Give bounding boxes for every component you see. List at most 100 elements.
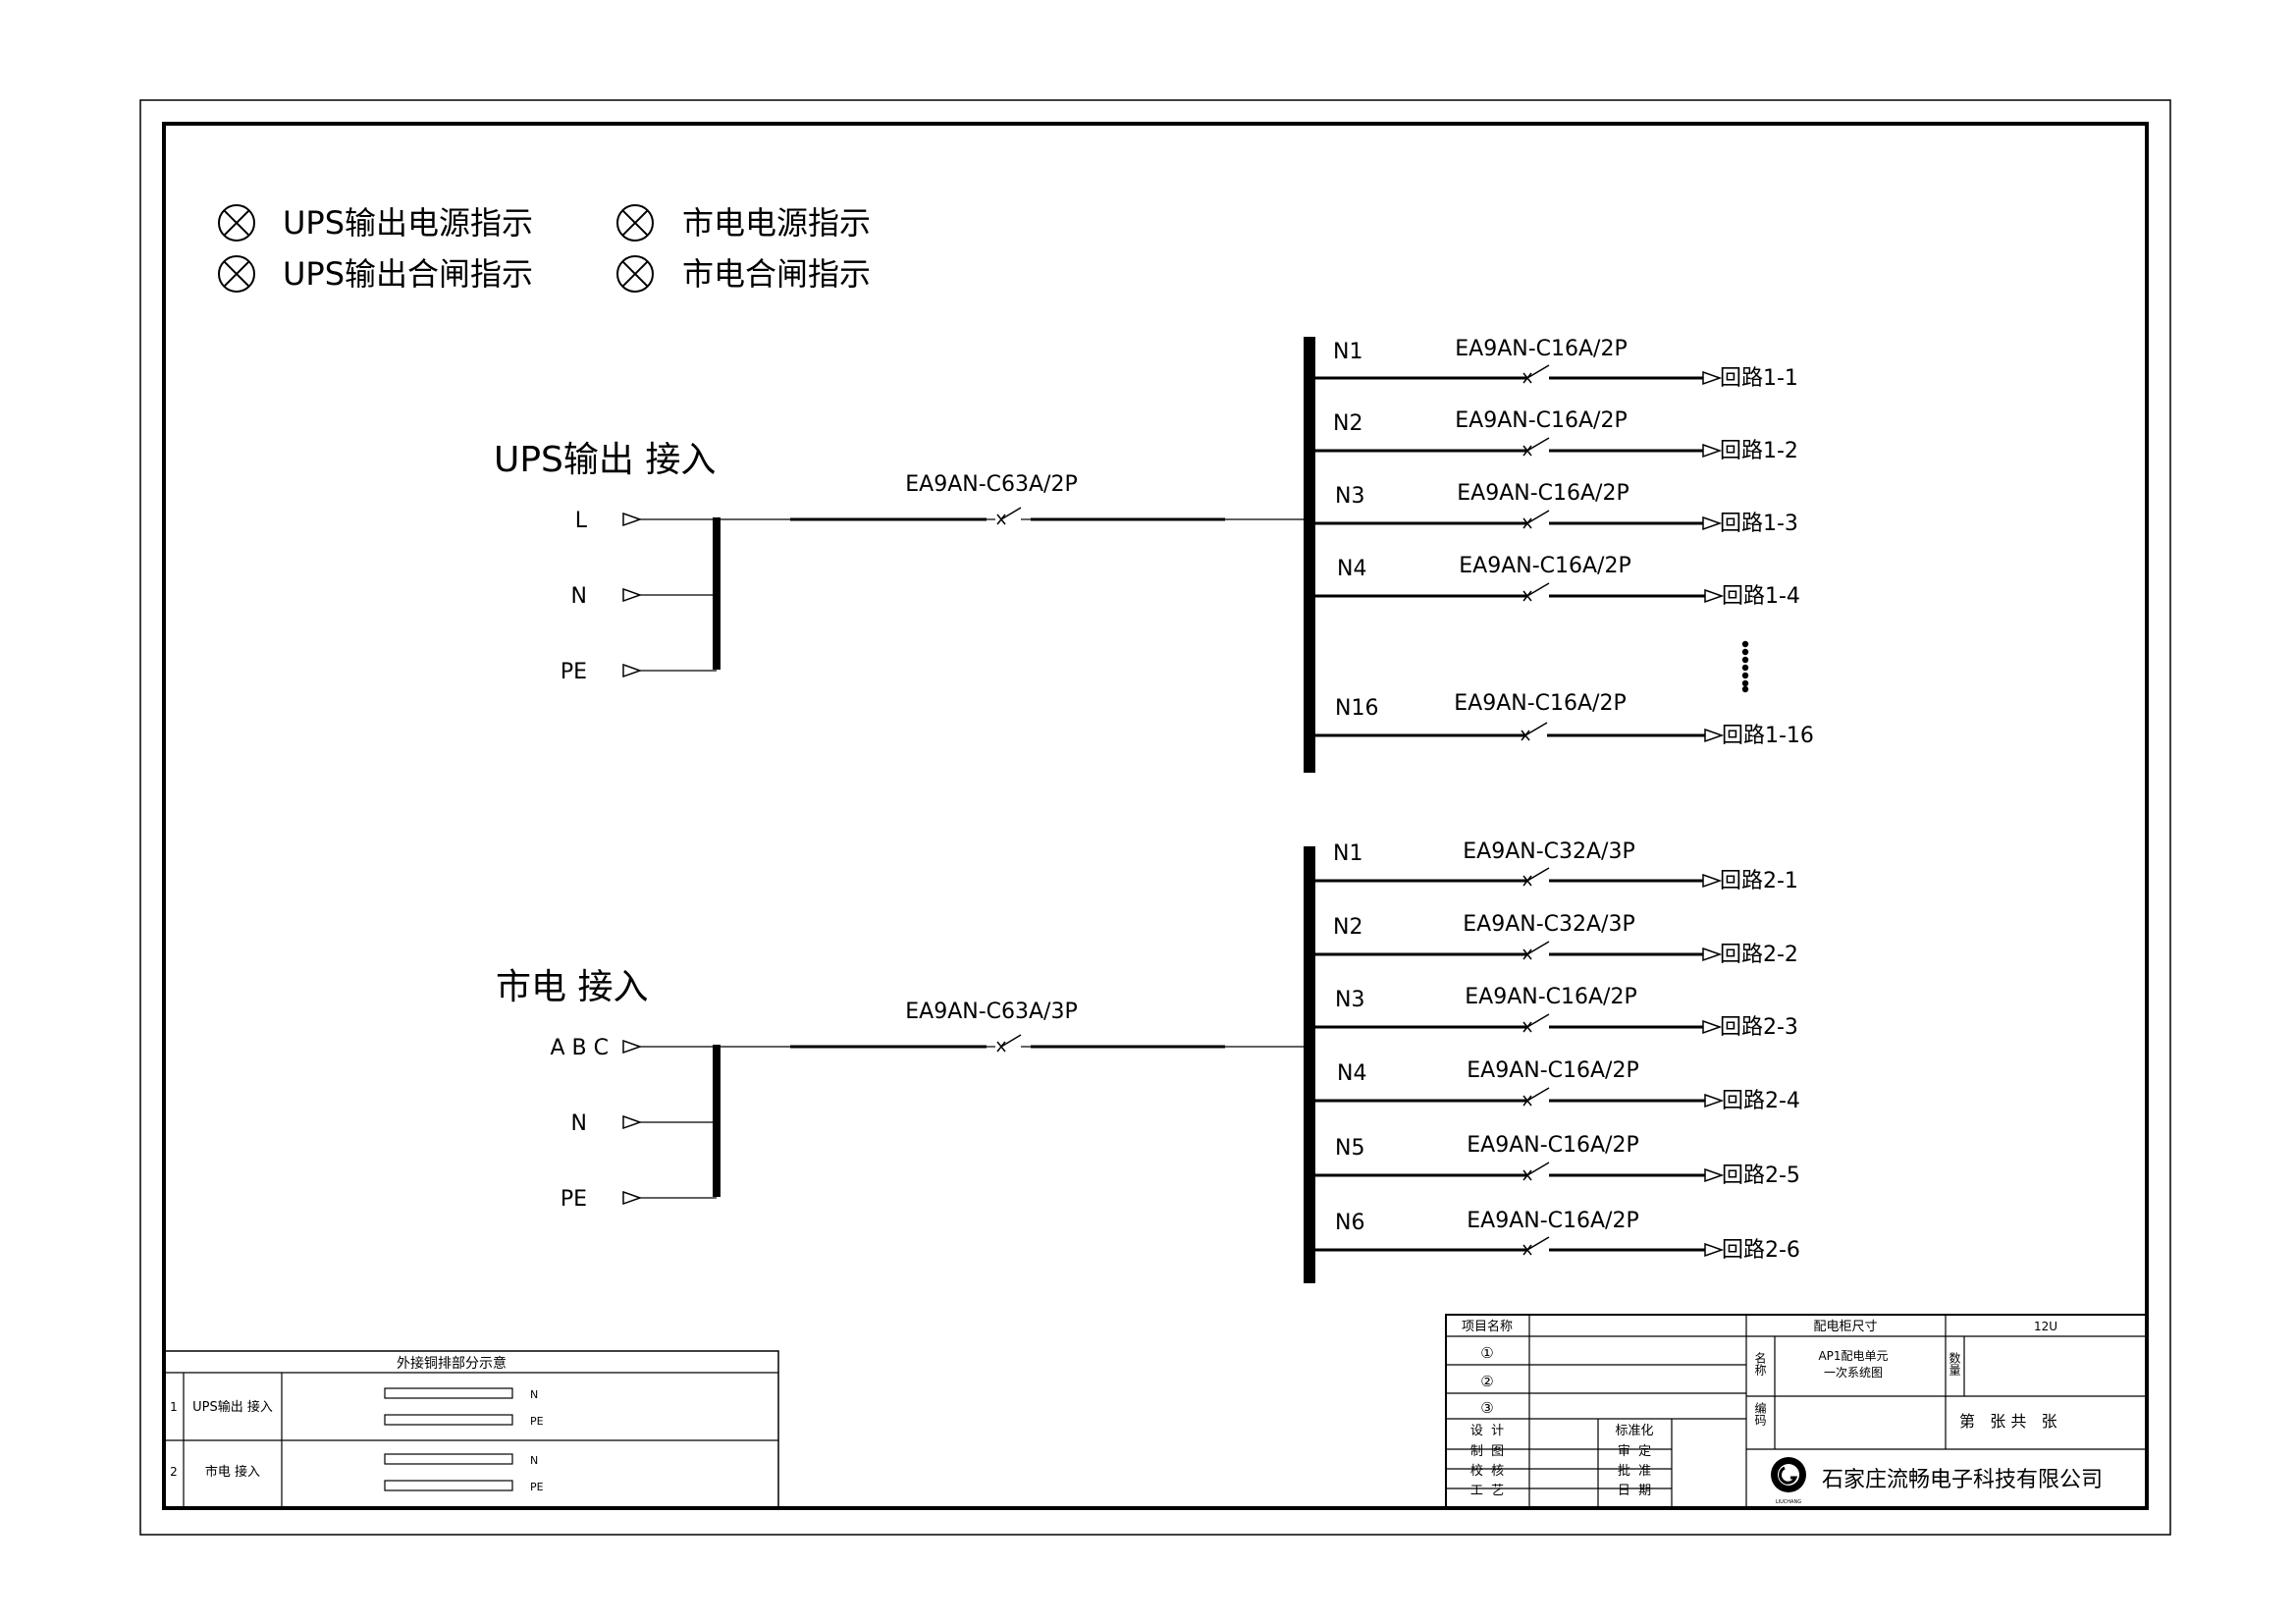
branch-row: N16 EA9AN-C16A/2P 回路1-16 <box>1315 691 1814 748</box>
row-name: UPS输出 接入 <box>192 1399 273 1415</box>
branch-id: N4 <box>1337 557 1366 581</box>
name-value-line1: AP1配电单元 <box>1818 1349 1888 1363</box>
branch-id: N2 <box>1333 915 1362 940</box>
approval-label: 批 准 <box>1618 1464 1651 1479</box>
bar-label: N <box>530 1388 538 1401</box>
legend-label: 市电电源指示 <box>682 204 871 242</box>
cabinet-size-label: 配电柜尺寸 <box>1813 1320 1877 1334</box>
branch-circuit: 回路2-3 <box>1720 1015 1798 1040</box>
terminal-label: PE <box>561 660 587 684</box>
branch-breaker-label: EA9AN-C16A/2P <box>1455 408 1627 433</box>
output-busbar <box>1304 846 1315 1283</box>
copper-bar-table: 外接铜排部分示意 1 UPS输出 接入 N PE 2 市电 接入 N PE <box>163 1350 779 1509</box>
title-block: 项目名称 ① ② ③ 配电柜尺寸 12U 名称 AP1配电单元 一次系统图 数量… <box>1445 1314 2148 1509</box>
branch-breaker-label: EA9AN-C16A/2P <box>1459 554 1630 578</box>
lamp-icon <box>218 255 255 293</box>
terminal-label: N <box>571 584 587 609</box>
terminal-arrow-icon <box>622 512 643 527</box>
circle-mark: ③ <box>1480 1399 1493 1417</box>
branch-id: N5 <box>1335 1136 1364 1161</box>
project-name-label: 项目名称 <box>1462 1319 1513 1334</box>
output-arrow-icon <box>1702 443 1723 459</box>
output-arrow-icon <box>1702 515 1723 531</box>
branch-row: N2 EA9AN-C32A/3P 回路2-2 <box>1315 912 1798 967</box>
role-label: 制 图 <box>1470 1444 1504 1459</box>
terminal-arrow-icon <box>622 1114 643 1130</box>
branch-circuit: 回路2-2 <box>1720 943 1798 967</box>
branch-breaker-label: EA9AN-C16A/2P <box>1467 1133 1638 1158</box>
branch-circuit: 回路1-16 <box>1722 724 1814 748</box>
mains-title: 市电 接入 <box>496 967 648 1007</box>
bar-label: PE <box>530 1481 544 1493</box>
branch-row: N3 EA9AN-C16A/2P 回路1-3 <box>1315 481 1798 536</box>
branch-id: N3 <box>1335 988 1364 1012</box>
branch-id: N3 <box>1335 484 1364 509</box>
code-label: 编码 <box>1753 1401 1767 1426</box>
branch-id: N1 <box>1333 841 1362 866</box>
copper-bar <box>384 1453 513 1465</box>
role-label: 设 计 <box>1470 1424 1504 1438</box>
terminal-arrow-icon <box>622 1039 643 1055</box>
branch-breaker-label: EA9AN-C16A/2P <box>1467 1209 1638 1233</box>
branch-id: N2 <box>1333 411 1362 436</box>
branch-id: N6 <box>1335 1211 1364 1235</box>
branch-row: N1 EA9AN-C16A/2P 回路1-1 <box>1315 337 1798 391</box>
branch-id: N16 <box>1335 696 1378 721</box>
name-value-line2: 一次系统图 <box>1824 1366 1883 1380</box>
branch-breaker-label: EA9AN-C16A/2P <box>1454 691 1626 716</box>
ups-title: UPS输出 接入 <box>494 440 716 480</box>
branch-breaker-label: EA9AN-C32A/3P <box>1463 839 1634 864</box>
cabinet-size-value: 12U <box>2034 1320 2057 1333</box>
branch-row: N3 EA9AN-C16A/2P 回路2-3 <box>1315 985 1798 1040</box>
terminal-arrow-icon <box>622 587 643 603</box>
table-title: 外接铜排部分示意 <box>397 1355 507 1372</box>
bar-label: PE <box>530 1415 544 1428</box>
approval-label: 日 期 <box>1618 1484 1651 1498</box>
branch-breaker-label: EA9AN-C16A/2P <box>1467 1058 1638 1083</box>
terminal-arrow-icon <box>622 663 643 678</box>
branch-row: N2 EA9AN-C16A/2P 回路1-2 <box>1315 408 1798 463</box>
branch-circuit: 回路1-3 <box>1720 512 1798 536</box>
row-name: 市电 接入 <box>205 1464 260 1480</box>
company-logo-icon <box>1771 1457 1806 1492</box>
main-breaker-label: EA9AN-C63A/3P <box>905 1000 1077 1024</box>
branch-circuit: 回路2-5 <box>1722 1163 1800 1188</box>
circle-mark: ① <box>1480 1344 1493 1362</box>
company-name: 石家庄流畅电子科技有限公司 <box>1822 1468 2103 1492</box>
role-label: 工 艺 <box>1470 1484 1504 1498</box>
terminal-label: N <box>571 1111 587 1136</box>
lamp-icon <box>616 204 654 242</box>
main-breaker-label: EA9AN-C63A/2P <box>905 472 1077 497</box>
approval-label: 审 定 <box>1618 1444 1651 1459</box>
row-number: 2 <box>170 1465 178 1479</box>
branch-breaker-label: EA9AN-C16A/2P <box>1457 481 1629 506</box>
branch-row: N5 EA9AN-C16A/2P 回路2-5 <box>1315 1133 1800 1188</box>
output-arrow-icon <box>1704 1167 1725 1183</box>
output-arrow-icon <box>1702 947 1723 962</box>
legend-label: UPS输出合闸指示 <box>283 255 533 293</box>
legend-label: UPS输出电源指示 <box>283 204 533 242</box>
circle-mark: ② <box>1480 1373 1493 1390</box>
copper-bar <box>384 1387 513 1399</box>
output-arrow-icon <box>1702 1019 1723 1035</box>
bar-label: N <box>530 1454 538 1467</box>
branch-circuit: 回路1-2 <box>1720 439 1798 463</box>
mains-section: 市电 接入 A B C N PE EA9AN-C63A/3P N1 EA9AN-… <box>496 839 1800 1283</box>
branch-circuit: 回路1-4 <box>1722 584 1800 609</box>
branch-id: N4 <box>1337 1061 1366 1086</box>
branch-circuit: 回路2-6 <box>1722 1238 1800 1263</box>
output-arrow-icon <box>1704 1093 1725 1109</box>
logo-text: LIUCHANG <box>1776 1499 1801 1505</box>
inner-frame <box>162 122 2149 1510</box>
copper-bar <box>384 1414 513 1426</box>
branch-breaker-label: EA9AN-C32A/3P <box>1463 912 1634 937</box>
ups-section: UPS输出 接入 L N PE EA9AN-C63A/2P N1 EA9AN-C… <box>494 337 1814 773</box>
legend-label: 市电合闸指示 <box>682 255 871 293</box>
output-arrow-icon <box>1704 1242 1725 1258</box>
outer-frame <box>139 99 2171 1536</box>
branch-id: N1 <box>1333 340 1362 364</box>
branch-row: N4 EA9AN-C16A/2P 回路1-4 <box>1315 554 1800 609</box>
branch-circuit: 回路2-1 <box>1720 869 1798 893</box>
legend: UPS输出电源指示 UPS输出合闸指示 市电电源指示 市电合闸指示 <box>218 204 871 293</box>
